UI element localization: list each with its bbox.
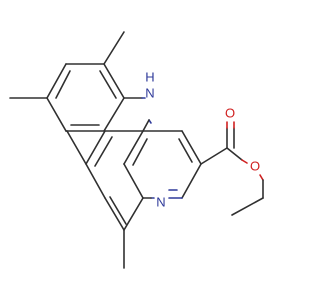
double-bond bbox=[99, 70, 117, 99]
carbonyl-oxygen-label: O bbox=[225, 106, 235, 121]
bond bbox=[200, 147, 228, 165]
methyl-bond bbox=[103, 31, 125, 65]
bond bbox=[123, 130, 144, 165]
bond bbox=[85, 163, 106, 199]
methyl-bond bbox=[66, 130, 87, 165]
bond bbox=[123, 163, 144, 199]
bond bbox=[123, 197, 144, 231]
bond bbox=[85, 130, 106, 165]
ring-nitrogen-label: N bbox=[156, 195, 165, 210]
double-bond bbox=[109, 196, 127, 225]
quinoline-pyridine-ring bbox=[142, 130, 202, 199]
bond bbox=[259, 174, 264, 181]
bond bbox=[231, 197, 264, 216]
dimethylphenyl-ring bbox=[9, 31, 125, 132]
bond bbox=[104, 197, 125, 231]
amine-linkage bbox=[123, 97, 152, 132]
quinoline-benzo-ring bbox=[66, 130, 148, 269]
amine-nitrogen-label: N bbox=[145, 86, 154, 101]
bond bbox=[241, 159, 248, 164]
bond bbox=[46, 97, 67, 132]
bond bbox=[226, 147, 243, 161]
bond bbox=[181, 163, 202, 199]
ethyl-ester-group bbox=[200, 121, 264, 216]
ester-oxygen-label: O bbox=[250, 159, 260, 174]
double-bond bbox=[94, 136, 113, 167]
bond bbox=[142, 119, 150, 132]
bond bbox=[103, 63, 125, 99]
double-bond bbox=[178, 138, 193, 163]
double-bond bbox=[55, 70, 71, 99]
molecule-structure: N H N O O bbox=[9, 31, 264, 269]
double-bond bbox=[132, 138, 148, 166]
bond bbox=[103, 97, 125, 132]
bond bbox=[46, 63, 67, 99]
amine-hydrogen-label: H bbox=[145, 70, 154, 85]
bond bbox=[181, 130, 202, 165]
